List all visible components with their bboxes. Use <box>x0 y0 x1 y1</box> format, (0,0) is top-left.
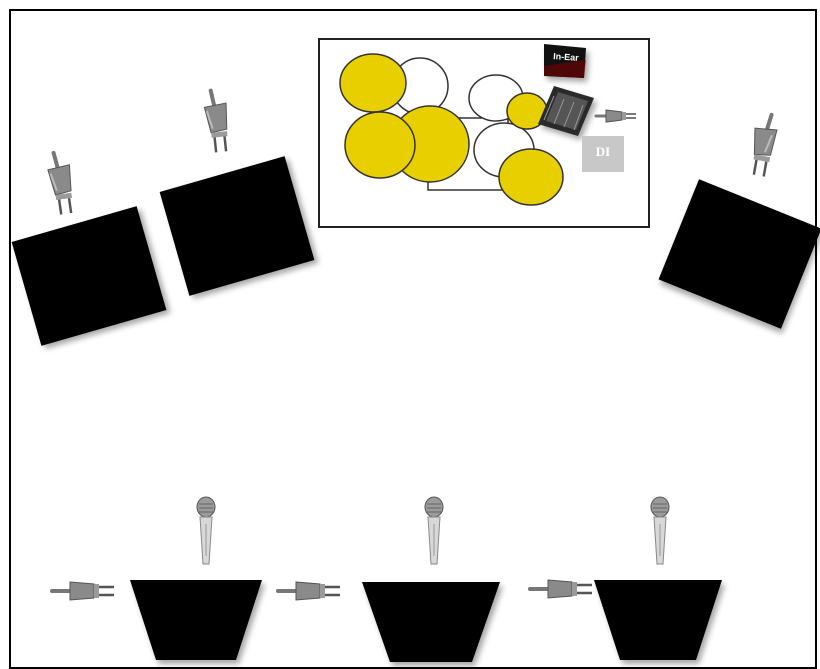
power-plug-icon <box>738 109 789 183</box>
power-plug-icon <box>195 86 242 158</box>
cymbal-1 <box>339 53 407 113</box>
microphone-icon <box>418 496 450 568</box>
drum-riser: In-Ear DI <box>318 38 650 228</box>
drum-kit-svg <box>318 38 650 228</box>
power-plug-icon <box>50 574 116 608</box>
floor-monitor-3 <box>594 580 722 660</box>
power-plug-icon <box>276 574 342 608</box>
floor-monitor-2 <box>362 582 500 662</box>
cymbal-5 <box>498 148 564 206</box>
power-plug-icon <box>594 106 638 126</box>
in-ear-unit <box>544 44 586 78</box>
floor-monitor-1 <box>130 580 262 660</box>
di-box <box>582 136 624 172</box>
power-plug-icon <box>528 572 594 606</box>
microphone-icon <box>190 496 222 568</box>
microphone-icon <box>644 496 676 568</box>
cymbal-3 <box>344 111 416 179</box>
mixer-unit <box>538 86 594 136</box>
power-plug-icon <box>37 148 86 221</box>
di-label: DI <box>595 144 611 159</box>
